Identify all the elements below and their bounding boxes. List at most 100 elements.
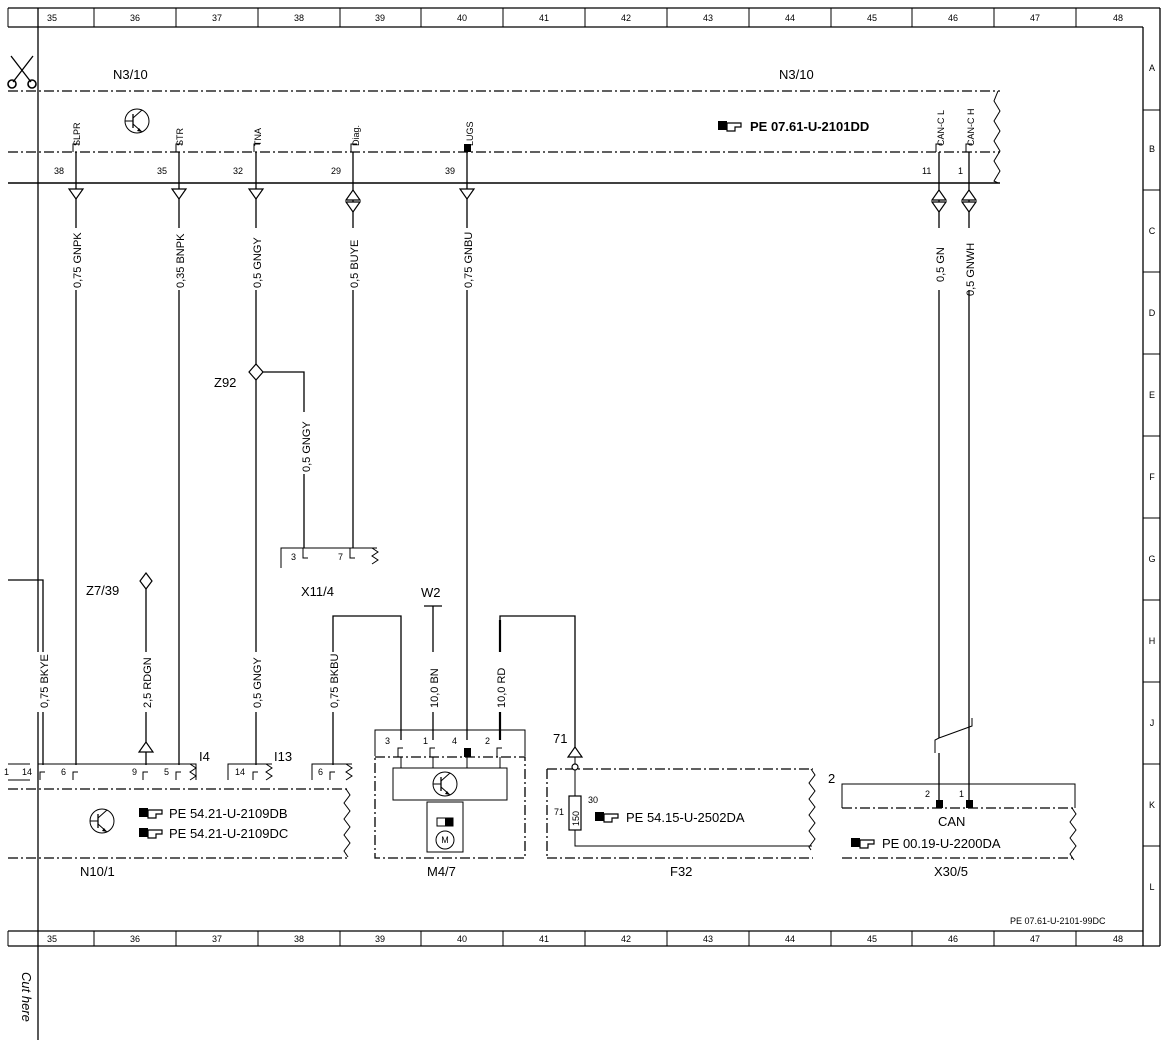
n3-10-ref: PE 07.61-U-2101DD <box>750 119 869 134</box>
n3-10-label-right: N3/10 <box>779 67 814 82</box>
n10-1-module <box>8 763 353 859</box>
x11-4-label: X11/4 <box>301 584 334 599</box>
col-label: 38 <box>294 934 304 944</box>
col-label: 44 <box>785 934 795 944</box>
pin-number: 39 <box>445 166 455 176</box>
fuse-rating: 150 <box>571 811 581 826</box>
f32-module <box>546 745 816 859</box>
x11-pin: 3 <box>291 552 296 562</box>
x30-ref: PE 00.19-U-2200DA <box>882 836 1001 851</box>
document-reference: PE 07.61-U-2101-99DC <box>1010 916 1106 926</box>
row-label: J <box>1150 718 1155 728</box>
n10-tag-i13: I13 <box>274 749 292 764</box>
pin-number: 35 <box>157 166 167 176</box>
pin-name: TNA <box>253 128 263 146</box>
col-label: 45 <box>867 934 877 944</box>
col-label: 46 <box>948 934 958 944</box>
transistor-icon <box>124 108 150 134</box>
col-label: 46 <box>948 13 958 23</box>
pin-name: LUGS <box>465 121 475 146</box>
col-label: 41 <box>539 13 549 23</box>
col-label: 40 <box>457 934 467 944</box>
col-label: 35 <box>47 934 57 944</box>
n3-10-label-left: N3/10 <box>113 67 148 82</box>
m4-pin: 4 <box>452 736 457 746</box>
n10-pin: 1 <box>4 767 9 777</box>
wire-label: 0,5 GN <box>935 247 947 282</box>
f32-ref: PE 54.15-U-2502DA <box>626 810 745 825</box>
row-label: G <box>1148 554 1155 564</box>
wire-label: 0,35 BNPK <box>175 233 187 288</box>
f32-label: F32 <box>670 864 692 879</box>
f32-side-pin: 71 <box>554 807 564 817</box>
row-label: C <box>1149 226 1156 236</box>
x30-pin: 1 <box>959 789 964 799</box>
reference-hand-icon <box>595 812 619 823</box>
pin-number: 11 <box>922 166 931 176</box>
col-label: 37 <box>212 13 222 23</box>
n10-ref: PE 54.21-U-2109DC <box>169 826 288 841</box>
row-label: B <box>1149 144 1155 154</box>
reference-hand-icon <box>139 808 163 819</box>
m4-pin: 3 <box>385 736 390 746</box>
m4-pin: 1 <box>423 736 428 746</box>
wire-label: 10,0 RD <box>496 668 508 708</box>
f32-pin2: 2 <box>828 771 835 786</box>
col-label: 35 <box>47 13 57 23</box>
col-label: 38 <box>294 13 304 23</box>
row-ruler: A B C D E F G H J K L <box>1143 63 1160 892</box>
pin-name: Diag. <box>351 125 361 146</box>
wire-label: 0,5 GNGY <box>252 657 264 708</box>
col-label: 39 <box>375 934 385 944</box>
n10-pin: 6 <box>318 767 323 777</box>
cut-here-label: Cut here <box>19 972 34 1022</box>
wire-label: 0,75 BKYE <box>39 654 51 708</box>
wire-label: 2,5 RDGN <box>142 657 154 708</box>
pin-number: 29 <box>331 166 341 176</box>
pin-name: CAN-C L <box>936 110 946 146</box>
n10-pin: 9 <box>132 767 137 777</box>
n10-pin: 5 <box>164 767 169 777</box>
reference-hand-icon <box>139 828 163 839</box>
f32-pin30: 30 <box>588 795 598 805</box>
reference-hand-icon <box>851 838 875 849</box>
n3-10-module <box>8 90 1001 184</box>
row-label: L <box>1149 882 1154 892</box>
n10-pin: 6 <box>61 767 66 777</box>
x11-pin: 7 <box>338 552 343 562</box>
wire-label: 0,5 GNGY <box>301 421 313 472</box>
col-label: 42 <box>621 13 631 23</box>
col-label: 42 <box>621 934 631 944</box>
col-label: 43 <box>703 934 713 944</box>
top-wires: 0,75 GNPK 0,35 BNPK 0,5 GNGY 0,5 BUYE 0,… <box>67 152 978 765</box>
n10-tag-i4: I4 <box>199 749 210 764</box>
col-label: 36 <box>130 934 140 944</box>
col-label: 41 <box>539 934 549 944</box>
row-label: H <box>1149 636 1156 646</box>
x30-pin: 2 <box>925 789 930 799</box>
col-label: 48 <box>1113 934 1123 944</box>
col-label: 48 <box>1113 13 1123 23</box>
z92-splice: 0,5 GNGY <box>248 363 313 548</box>
col-label: 39 <box>375 13 385 23</box>
n10-pin: 14 <box>22 767 32 777</box>
pin-name: CAN-C H <box>966 109 976 147</box>
transistor-icon <box>89 808 115 834</box>
x30-5-label: X30/5 <box>934 864 968 879</box>
wire-label: 0,75 GNBU <box>463 232 475 288</box>
n10-ref: PE 54.21-U-2109DB <box>169 806 288 821</box>
x30-5-module <box>841 718 1077 861</box>
reference-hand-icon <box>718 121 742 132</box>
wire-label: 0,5 BUYE <box>349 240 361 288</box>
pin-name: SLPR <box>72 122 82 146</box>
z7-39-label: Z7/39 <box>86 583 119 598</box>
wire-label: 0,75 BKBU <box>329 654 341 708</box>
can-label: CAN <box>938 814 965 829</box>
col-label: 37 <box>212 934 222 944</box>
wire-label: 0,5 GNGY <box>252 237 264 288</box>
row-label: K <box>1149 800 1155 810</box>
col-label: 44 <box>785 13 795 23</box>
col-label: 47 <box>1030 934 1040 944</box>
row-label: D <box>1149 308 1156 318</box>
